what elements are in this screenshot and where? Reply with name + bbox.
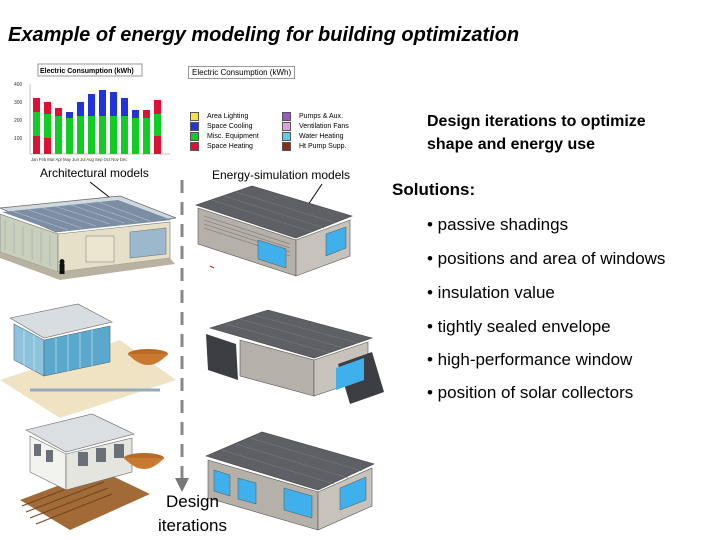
- legend-label: Ventilation Fans: [299, 123, 349, 130]
- energy-simulation-models-label: Energy-simulation models: [212, 168, 351, 182]
- legend-item: Area Lighting: [190, 112, 248, 121]
- architectural-model-2: [0, 303, 176, 418]
- bar-cooling: [121, 98, 128, 116]
- bar-heating-top: [44, 102, 51, 114]
- bar-heating-top: [33, 98, 40, 112]
- legend-swatch: [190, 122, 199, 131]
- energy-model-2: [206, 309, 384, 404]
- bar-equipment: [66, 118, 73, 154]
- legend-swatch: [190, 112, 199, 121]
- legend-label: Ht Pump Supp.: [299, 143, 347, 150]
- bar-equipment: [77, 116, 84, 154]
- page-title: Example of energy modeling for building …: [8, 24, 520, 46]
- y-tick: 400: [14, 82, 23, 88]
- x-ticks: Jan Feb Mar Apr May Jun Jul Aug Sep Oct …: [31, 157, 127, 162]
- solution-item: • position of solar collectors: [427, 383, 634, 402]
- solution-item: • positions and area of windows: [427, 249, 666, 268]
- legend-label: Space Heating: [207, 143, 253, 150]
- solution-item: • insulation value: [427, 283, 555, 302]
- solution-item: • tightly sealed envelope: [427, 317, 611, 336]
- design-iterations-arrow: [175, 180, 189, 492]
- bar-cooling: [66, 112, 73, 118]
- solutions-title: Solutions:: [392, 180, 476, 199]
- chart-title: Electric Consumption (kWh): [40, 68, 134, 75]
- legend-swatch: [190, 132, 199, 141]
- solution-item: • high-performance window: [427, 350, 633, 369]
- bar-heating-top: [143, 110, 150, 118]
- energy-chart-svg: Electric Consumption (kWh) 400 300 200 1…: [12, 56, 172, 164]
- bar-heating: [44, 138, 51, 154]
- legend-label: Space Cooling: [207, 123, 253, 130]
- legend-label: Misc. Equipment: [207, 133, 259, 140]
- architectural-model-1: [0, 195, 177, 280]
- bar-cooling: [88, 94, 95, 116]
- bar-heating-top: [55, 108, 62, 116]
- bar-heating-top: [154, 100, 161, 114]
- design-iterations-text: Design iterations to optimize shape and …: [427, 110, 646, 156]
- bar-cooling: [77, 102, 84, 116]
- y-tick: 100: [14, 136, 23, 142]
- architectural-model-3: [20, 413, 164, 530]
- design-iter-line-1: Design: [166, 492, 219, 511]
- legend-swatch: [282, 142, 291, 151]
- energy-model-1: [195, 185, 353, 277]
- bar-heating: [154, 136, 161, 154]
- chart-legend: Electric Consumption (kWh) Area Lighting…: [182, 60, 368, 160]
- legend-item: Water Heating: [282, 132, 343, 141]
- design-iter-line-2: iterations: [158, 516, 227, 535]
- legend-swatch: [282, 112, 291, 121]
- bar-equipment: [99, 116, 106, 154]
- legend-title: Electric Consumption (kWh): [188, 66, 296, 79]
- legend-item: Misc. Equipment: [190, 132, 259, 141]
- bar-cooling: [132, 110, 139, 118]
- y-tick: 200: [14, 118, 23, 124]
- solution-item: • passive shadings: [427, 215, 569, 234]
- legend-label: Pumps & Aux.: [299, 113, 343, 120]
- energy-model-3: [205, 431, 375, 531]
- design-line-2: shape and energy use: [427, 136, 596, 153]
- bar-cooling: [99, 90, 106, 116]
- bar-heating: [33, 136, 40, 154]
- legend-item: Space Cooling: [190, 122, 253, 131]
- legend-swatch: [282, 122, 291, 131]
- chart-bars: [33, 90, 161, 154]
- bar-cooling: [110, 92, 117, 116]
- legend-item: Ht Pump Supp.: [282, 142, 346, 151]
- bar-equipment: [88, 116, 95, 154]
- legend-swatch: [282, 132, 291, 141]
- bar-equipment: [33, 112, 40, 136]
- architectural-models-label: Architectural models: [40, 166, 149, 180]
- legend-label: Area Lighting: [207, 113, 249, 120]
- design-line-1: Design iterations to optimize: [427, 113, 646, 130]
- bar-equipment: [154, 114, 161, 136]
- bar-equipment: [143, 118, 150, 154]
- bar-equipment: [110, 116, 117, 154]
- bar-equipment: [44, 114, 51, 138]
- legend-item: Pumps & Aux.: [282, 112, 343, 121]
- design-iterations-label: Design iterations: [158, 490, 227, 538]
- energy-chart: Electric Consumption (kWh) 400 300 200 1…: [12, 56, 172, 164]
- bar-equipment: [121, 116, 128, 154]
- legend-swatch: [190, 142, 199, 151]
- bar-equipment: [132, 118, 139, 154]
- legend-item: Ventilation Fans: [282, 122, 349, 131]
- legend-item: Space Heating: [190, 142, 253, 151]
- y-tick: 300: [14, 100, 23, 106]
- legend-label: Water Heating: [299, 133, 344, 140]
- bar-equipment: [55, 116, 62, 154]
